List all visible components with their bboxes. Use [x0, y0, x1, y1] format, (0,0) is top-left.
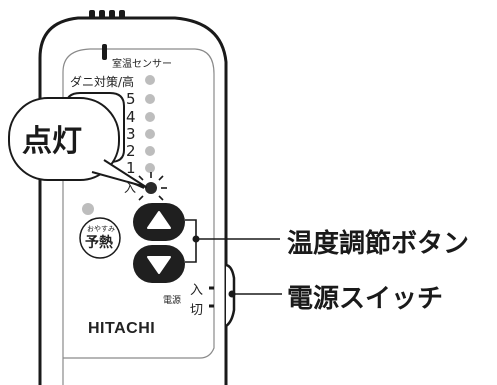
- lit-callout-text: 点灯: [22, 124, 82, 159]
- temp-down-button[interactable]: [133, 245, 185, 283]
- level-label-5: 5: [126, 90, 136, 108]
- lit-indicator: [138, 172, 167, 201]
- temp-up-button[interactable]: [133, 203, 185, 241]
- temp-buttons-callout: 温度調節ボタン: [287, 229, 470, 259]
- level-label-2: 2: [126, 142, 136, 160]
- power-switch-callout: 電源スイッチ: [287, 284, 444, 314]
- level-label-on: 入: [124, 181, 137, 195]
- yasumi-main-label: 予熱: [85, 235, 113, 251]
- sensor-notch: [102, 44, 107, 60]
- yasumi-small-label: おやすみ: [87, 225, 115, 233]
- level-label-1: 1: [126, 159, 136, 177]
- temp-leader-dot: [192, 235, 200, 243]
- sensor-label: 室温センサー: [112, 59, 172, 70]
- brand-logo: HITACHI: [88, 320, 156, 337]
- level-label-4: 4: [126, 108, 136, 126]
- yasumi-indicator: [82, 203, 94, 215]
- power-leader-dot: [228, 290, 236, 298]
- yasumi-button[interactable]: [79, 217, 121, 259]
- indicator-dot: [145, 75, 155, 85]
- power-label: 電源: [163, 296, 182, 306]
- indicator-dots: [145, 75, 155, 173]
- indicator-dot: [145, 163, 155, 173]
- switch-off-label: 切: [190, 303, 204, 318]
- indicator-dot: [145, 112, 155, 122]
- indicator-dot: [145, 146, 155, 156]
- indicator-dot: [145, 94, 155, 104]
- level-label-dani: ダニ対策/高: [70, 75, 135, 89]
- indicator-dot: [145, 129, 155, 139]
- switch-on-label: 入: [190, 283, 204, 298]
- level-label-3: 3: [126, 125, 136, 143]
